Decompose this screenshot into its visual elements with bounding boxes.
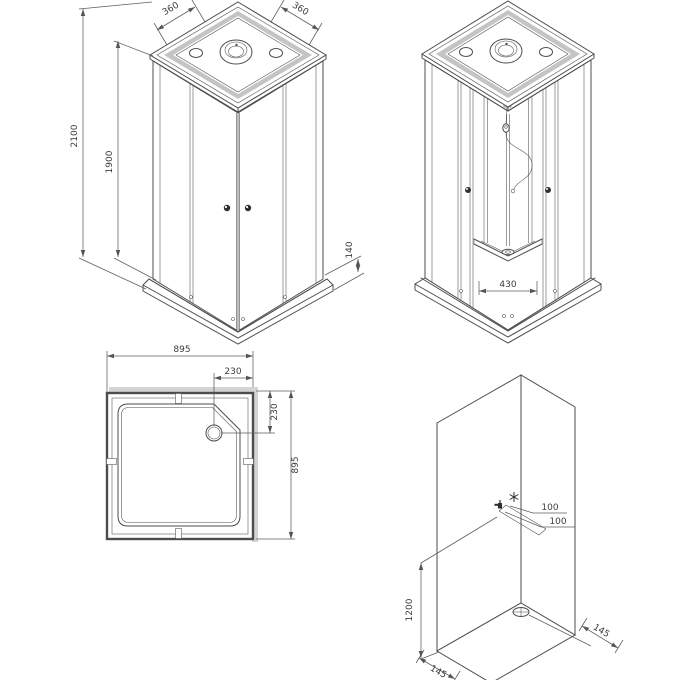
dim-supply-offset-1: 100 (509, 503, 567, 514)
dim-drain-offset-y: 230 (221, 390, 295, 434)
floor-drain (512, 607, 530, 617)
dim-supply-offset-1-label: 100 (541, 503, 558, 513)
door-handle-left (223, 204, 231, 212)
door-handle-right (244, 204, 252, 212)
tray-drain (501, 248, 515, 256)
tray-rim-outer (117, 403, 241, 527)
roof-light-right-open (539, 47, 553, 57)
cabin-walls (152, 60, 324, 332)
dim-drain-offset-x-label: 230 (224, 367, 241, 377)
dim-overall-width: 895 (106, 345, 254, 392)
roof-light-left-open (459, 47, 473, 57)
tray-bowl (473, 238, 543, 262)
faucet-icon (494, 500, 502, 509)
dim-overall-depth-label: 895 (291, 456, 301, 473)
roof-panel-open (421, 0, 595, 112)
tray-frame-outer (105, 391, 255, 541)
dim-supply-offset-2-label: 100 (549, 517, 566, 527)
dim-overall-height-label: 2100 (70, 124, 80, 147)
drain-plan (205, 424, 223, 442)
view-installation: 100 100 1200 145 145 (405, 374, 624, 685)
dim-overall-width-label: 895 (173, 345, 190, 355)
dim-supply-height-label: 1200 (405, 598, 415, 621)
wall-left (436, 374, 522, 652)
dim-door-opening: 430 (478, 280, 538, 295)
shower-head-dome-open (489, 38, 523, 64)
dim-supply-height: 1200 (405, 516, 498, 660)
tray-base-open (414, 277, 602, 344)
dim-tray-height: 140 (324, 241, 365, 291)
roof-light-right (269, 48, 283, 58)
view-front-isometric: 360 360 2100 1900 140 (70, 0, 365, 345)
dim-drain-offset-y-label: 230 (270, 403, 280, 420)
dim-roof-edge-left-label: 360 (161, 0, 181, 18)
dim-overall-height: 2100 (70, 1, 153, 290)
dim-door-height: 1900 (105, 40, 157, 281)
frame-tab-left (106, 458, 117, 465)
dim-door-opening-label: 430 (499, 280, 516, 290)
frame-tab-bottom (175, 528, 182, 539)
frame-tab-top (175, 393, 182, 404)
tray-base (142, 278, 334, 345)
dim-drain-offset-x: 230 (213, 367, 253, 426)
cabin-interior: 430 (473, 96, 543, 295)
hand-shower-set (502, 102, 533, 194)
dim-supply-offset-2: 100 (504, 511, 575, 528)
shower-head-dome (219, 39, 253, 65)
roof-light-left (189, 48, 203, 58)
frame-tab-right (243, 458, 254, 465)
door-handle-right-open (545, 187, 551, 193)
view-plan: 895 230 230 895 (105, 345, 301, 542)
door-handle-left-open (465, 187, 471, 193)
dim-tray-height-label: 140 (345, 241, 355, 258)
water-supply-point (494, 492, 547, 536)
dim-roof-edge-right-label: 360 (290, 1, 310, 19)
tray-rim-inner (121, 407, 237, 523)
view-open-isometric: 430 (414, 0, 602, 344)
dim-drain-offset-a-label: 145 (428, 664, 448, 680)
dim-door-height-label: 1900 (105, 150, 115, 173)
dim-overall-depth: 895 (256, 391, 301, 540)
snowflake-icon (509, 492, 519, 502)
